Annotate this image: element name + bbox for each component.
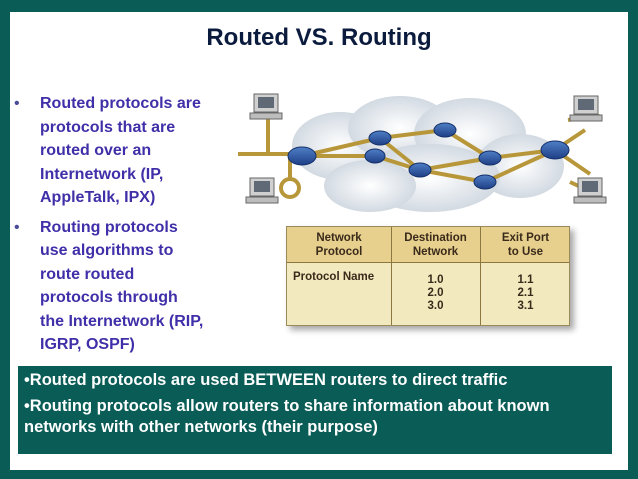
header-network-protocol-line1: Network — [316, 232, 362, 244]
column-divider — [480, 227, 481, 325]
header-exit-port-line1: Exit Port — [501, 232, 550, 244]
destination-value: 3.0 — [427, 300, 444, 312]
slide-title: Routed VS. Routing — [206, 24, 432, 51]
bullet-routing: Routing protocols use algorithms to rout… — [14, 216, 204, 357]
header-destination-line1: Destination — [404, 232, 467, 244]
routing-table: Network Protocol Destination Network Exi… — [286, 226, 570, 326]
header-exit-port-line2: to Use — [507, 246, 544, 258]
exit-port-value: 1.1 — [517, 274, 534, 286]
banner-line-routing: •Routing protocols allow routers to shar… — [24, 397, 550, 436]
computer-icon — [245, 93, 607, 204]
summary-banner: •Routed protocols are used BETWEEN route… — [18, 366, 612, 454]
header-destination-line2: Network — [412, 246, 459, 258]
routing-table-header — [287, 227, 569, 263]
destination-value: 2.0 — [427, 287, 444, 299]
destination-values: 1.0 2.0 3.0 — [391, 274, 480, 313]
exit-port-value: 3.1 — [517, 300, 534, 312]
destination-value: 1.0 — [427, 274, 444, 286]
header-network-protocol-line2: Protocol — [315, 246, 363, 258]
exit-port-value: 2.1 — [517, 287, 534, 299]
ring-network — [279, 177, 301, 199]
column-divider — [391, 227, 392, 325]
banner-line-routed: •Routed protocols are used BETWEEN route… — [24, 371, 508, 389]
network-diagram — [238, 93, 607, 212]
protocol-name-cell: Protocol Name — [293, 271, 375, 283]
router-icon — [287, 122, 570, 190]
bullet-list: Routed protocols are protocols that are … — [14, 92, 204, 357]
exit-port-values: 1.1 2.1 3.1 — [480, 274, 571, 313]
bullet-routed: Routed protocols are protocols that are … — [14, 92, 204, 210]
